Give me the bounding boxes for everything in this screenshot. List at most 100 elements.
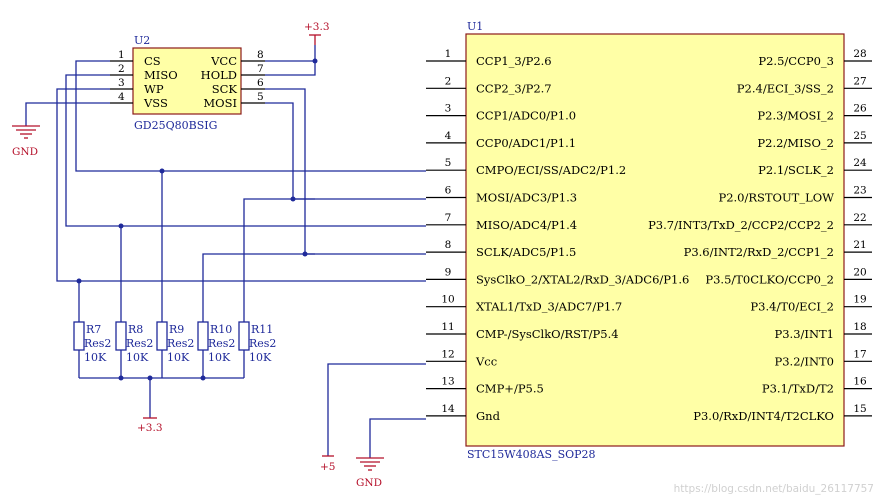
resistor-type: Res2: [208, 337, 235, 350]
u2-pin-name: VSS: [143, 96, 168, 110]
u1-pin-number: 22: [853, 212, 866, 224]
resistor-r10[interactable]: R10 Res2 10K: [197, 321, 235, 364]
u1-pin-name: CMPO/ECI/SS/ADC2/P1.2: [476, 163, 626, 177]
u1-pin-number: 7: [445, 212, 452, 224]
u1-pin-name: SCLK/ADC5/P1.5: [476, 245, 576, 259]
u1-pin-number: 24: [853, 157, 867, 169]
wire-sck: [265, 88, 426, 255]
u1-pin-name: CCP0/ADC1/P1.1: [476, 136, 576, 150]
u1-pin-number: 15: [853, 403, 866, 415]
u2-part: GD25Q80BSIG: [134, 119, 217, 132]
wire-mcu-gnd: [369, 418, 426, 458]
u2-pin-number: 2: [118, 63, 125, 75]
u1-ref: U1: [467, 20, 483, 33]
wire-cs: [75, 60, 426, 172]
wire-r10-top: [202, 253, 305, 322]
u1-pin-name: P3.0/RxD/INT4/T2CLKO: [693, 409, 834, 423]
u1-right-pins: 28P2.5/CCP0_327P2.4/ECI_3/SS_226P2.3/MOS…: [648, 48, 872, 423]
u1-pin-number: 11: [441, 321, 454, 333]
resistor-value: 10K: [84, 351, 107, 364]
u1-pin-number: 16: [853, 376, 867, 388]
u1-pin-name: P3.6/INT2/RxD_2/CCP1_2: [684, 245, 834, 259]
resistor-body: [73, 321, 85, 351]
u1-pin-name: SysClkO_2/XTAL2/RxD_3/ADC6/P1.6: [476, 272, 689, 286]
u1-pin-name: P3.5/T0CLKO/CCP0_2: [705, 272, 834, 286]
resistor-r7[interactable]: R7 Res2 10K: [73, 321, 111, 364]
u1-pin-number: 25: [853, 130, 866, 142]
u1-pin-name: P3.4/T0/ECI_2: [750, 300, 834, 314]
u1-pin-number: 19: [853, 294, 866, 306]
u2-pin-number: 3: [118, 77, 125, 89]
resistor-type: Res2: [167, 337, 194, 350]
u1-pin-number: 13: [441, 376, 454, 388]
u1-pin-name: XTAL1/TxD_3/ADC7/P1.7: [476, 300, 622, 314]
u2-chip[interactable]: U2 GD25Q80BSIG 1 2 3 4 CS MISO WP VSS 8 …: [110, 34, 265, 132]
resistor-ref: R8: [128, 323, 143, 336]
resistor-body: [197, 321, 209, 351]
u1-pin-name: CCP1_3/P2.6: [476, 54, 552, 68]
resistor-value: 10K: [167, 351, 190, 364]
resistor-body: [238, 321, 250, 351]
u2-pin-name: HOLD: [201, 68, 237, 82]
junction-dot: [312, 58, 318, 64]
u1-pin-number: 10: [441, 294, 454, 306]
u2-pin-number: 5: [257, 91, 264, 103]
wire-u2-hold: [265, 61, 316, 76]
u2-body: [132, 47, 242, 115]
u1-pin-name: P2.2/MISO_2: [757, 136, 834, 150]
u2-right-pins: 8 7 6 5 VCC HOLD SCK MOSI: [201, 49, 265, 110]
u1-pin-name: CCP2_3/P2.7: [476, 81, 552, 95]
u2-pin-number: 7: [257, 63, 264, 75]
u1-pin-name: CMP-/SysClkO/RST/P5.4: [476, 327, 619, 341]
u2-pin-number: 1: [118, 49, 125, 61]
u1-pin-name: CCP1/ADC0/P1.0: [476, 109, 576, 123]
u1-pin-number: 27: [853, 75, 866, 87]
u1-pin-number: 23: [853, 185, 866, 197]
u2-pin-name: MISO: [144, 68, 178, 82]
resistor-value: 10K: [249, 351, 272, 364]
power-pullup: +3.3: [137, 417, 163, 434]
u2-pin-name: MOSI: [203, 96, 237, 110]
u1-pin-name: Vcc: [475, 354, 497, 368]
ground-label: GND: [12, 146, 38, 158]
u1-pin-name: P3.2/INT0: [775, 354, 835, 368]
u1-pin-name: P3.3/INT1: [775, 327, 835, 341]
u1-pin-name: MOSI/ADC3/P1.3: [476, 191, 577, 205]
watermark: https://blog.csdn.net/baidu_26117757: [674, 483, 874, 495]
junction-dot: [159, 168, 165, 174]
resistor-r9[interactable]: R9 Res2 10K: [156, 321, 194, 364]
u1-part: STC15W408AS_SOP28: [467, 448, 596, 461]
power-label: +5: [320, 461, 335, 473]
resistor-r8[interactable]: R8 Res2 10K: [115, 321, 153, 364]
wire-r11-top: [243, 198, 293, 322]
u2-pin-number: 4: [118, 91, 125, 103]
power-label: +3.3: [137, 422, 163, 434]
resistor-ref: R11: [251, 323, 273, 336]
wire-mcu-vcc: [327, 363, 426, 456]
u1-pin-name: P2.5/CCP0_3: [758, 54, 834, 68]
u2-ref: U2: [134, 34, 150, 47]
resistor-type: Res2: [249, 337, 276, 350]
wire-miso: [65, 74, 426, 227]
u1-pin-number: 26: [853, 103, 867, 115]
junction-dot: [200, 375, 206, 381]
u1-pin-name: P2.4/ECI_3/SS_2: [737, 81, 834, 95]
resistor-value: 10K: [126, 351, 149, 364]
junction-dot: [118, 223, 124, 229]
u2-pin-name: CS: [144, 54, 161, 68]
resistor-r11[interactable]: R11 Res2 10K: [238, 321, 276, 364]
wire-mosi: [265, 102, 426, 200]
resistor-value: 10K: [208, 351, 231, 364]
u1-pin-number: 18: [853, 321, 866, 333]
u1-pin-number: 14: [441, 403, 455, 415]
power-label: +3.3: [304, 21, 330, 33]
junction-dot: [290, 196, 296, 202]
u1-pin-number: 21: [853, 239, 866, 251]
power-u2-vcc: +3.3: [304, 21, 330, 45]
u1-pin-name: CMP+/P5.5: [476, 382, 544, 396]
u1-pin-number: 2: [445, 75, 452, 87]
u2-pin-number: 8: [257, 49, 264, 61]
u2-pin-name: SCK: [212, 82, 238, 96]
